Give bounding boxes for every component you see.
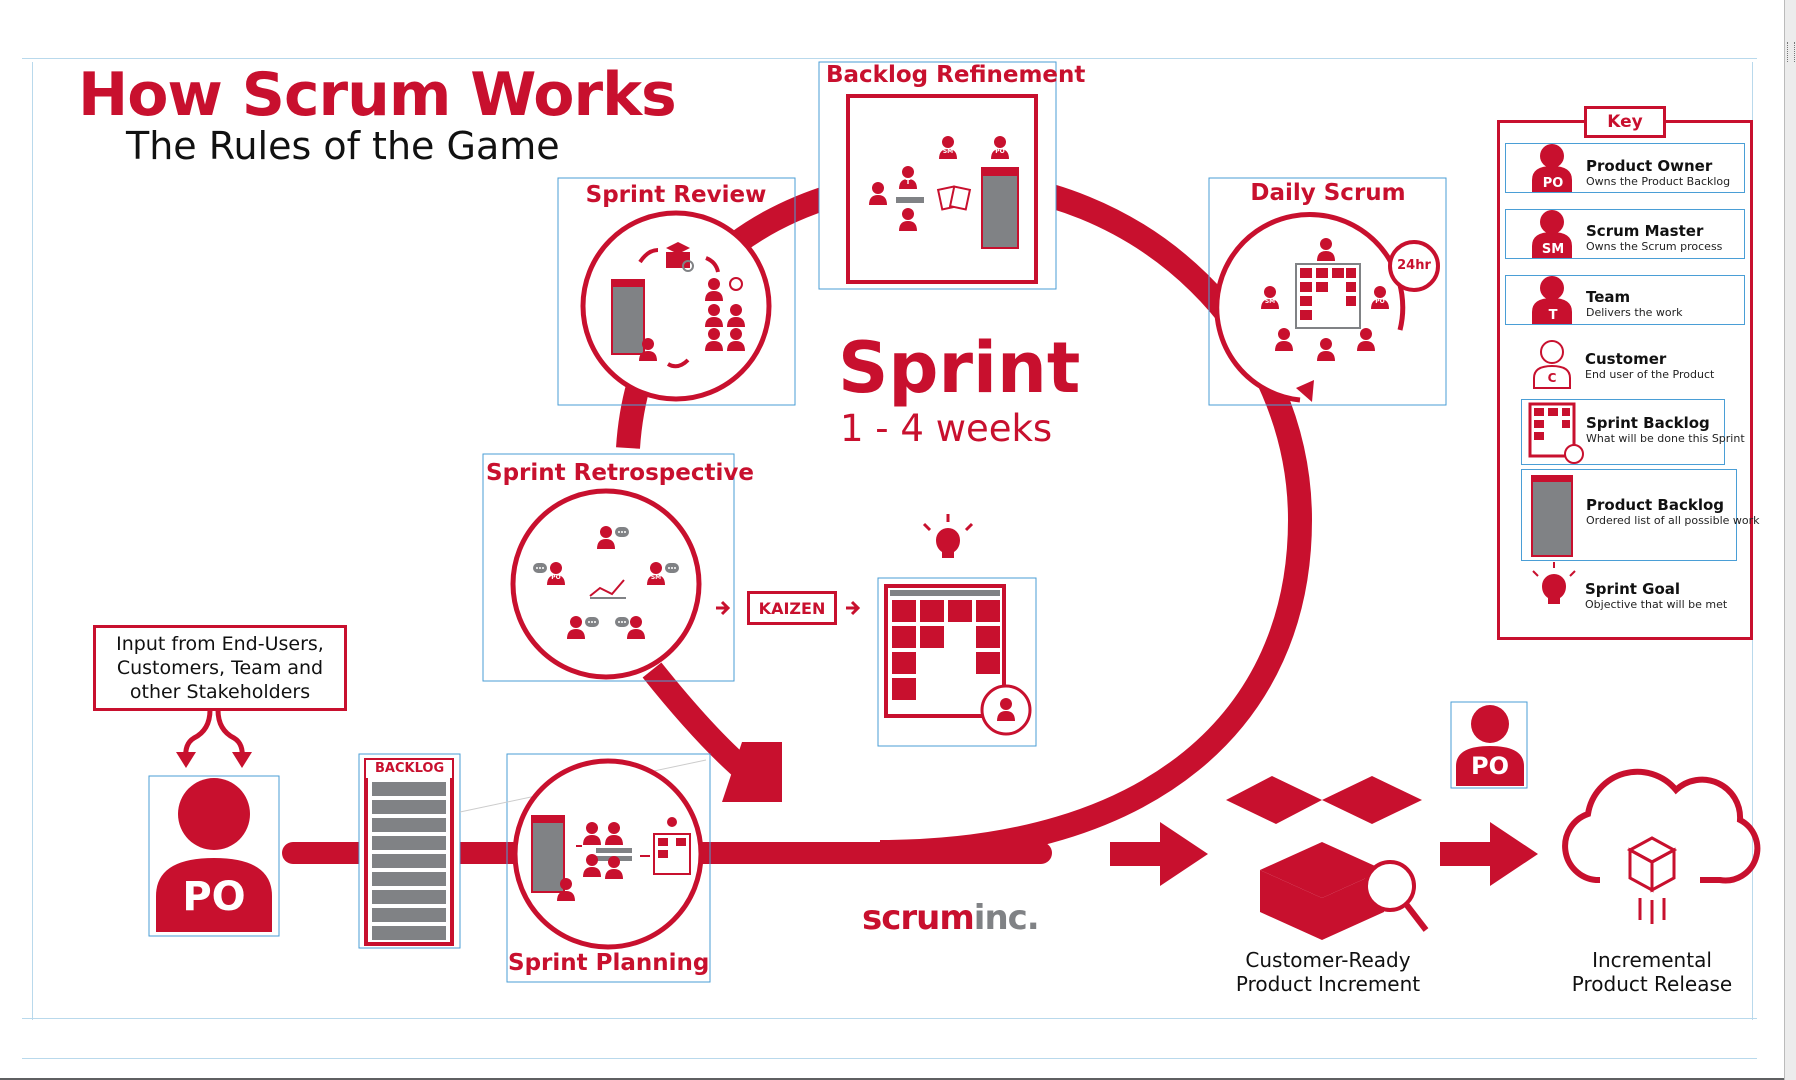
input-line-3: other Stakeholders [129, 681, 311, 703]
legend-desc: Owns the Scrum process [1586, 240, 1723, 253]
increment-line-2: Product Increment [1235, 972, 1421, 996]
team-icon: T [1548, 308, 1558, 323]
sprint-retrospective-label: Sprint Retrospective [486, 460, 754, 486]
refinement-sm-badge: SM [942, 148, 954, 155]
legend-desc: What will be done this Sprint [1586, 432, 1745, 445]
logo-part-inc: inc. [973, 898, 1040, 938]
legend-item-team: Team Delivers the work T [1505, 275, 1745, 325]
frame-line-left [32, 62, 33, 1020]
daily-scrum-circle [1208, 177, 1447, 406]
product-owner-small [1450, 701, 1528, 789]
po-small-badge: PO [1471, 752, 1509, 780]
legend-item-product-backlog: Product Backlog Ordered list of all poss… [1521, 469, 1760, 561]
vertical-scrollbar[interactable] [1784, 0, 1796, 1080]
timer-24hr-text: 24hr [1397, 258, 1431, 273]
legend-name: Scrum Master [1586, 222, 1704, 240]
logo-part-scrum: scrum [862, 898, 975, 938]
timer-24hr-badge [1388, 240, 1440, 292]
key-icons [1528, 144, 1584, 604]
sprint-planning-circle [459, 753, 711, 983]
legend-item-customer: Customer End user of the Product C [1505, 338, 1743, 390]
sprint-title: Sprint [838, 327, 1081, 409]
increment-label: Customer-Ready Product Increment [1228, 948, 1428, 996]
legend-name: Sprint Goal [1585, 580, 1681, 598]
legend-desc: Owns the Product Backlog [1586, 175, 1731, 188]
daily-po-badge: PO [1375, 298, 1385, 305]
product-backlog-column [358, 753, 461, 949]
kaizen-badge: KAIZEN [747, 591, 837, 625]
legend-desc: Objective that will be met [1585, 598, 1728, 611]
legend-desc: Ordered list of all possible work [1586, 514, 1760, 527]
scrum-master-icon: SM [1541, 242, 1565, 257]
retro-po-badge: PO [551, 574, 561, 581]
release-line-1: Incremental [1592, 948, 1712, 972]
retro-sm-badge: SM [650, 574, 662, 581]
product-owner-icon: PO [1542, 176, 1564, 191]
sprint-goal-bulb-icon [936, 528, 960, 558]
increment-line-1: Customer-Ready [1245, 948, 1411, 972]
scrollbar-grip[interactable] [1787, 42, 1795, 62]
backlog-column-label: BACKLOG [375, 761, 445, 776]
product-increment-box-icon [1226, 776, 1429, 940]
arrow-to-increment-icon [1110, 822, 1208, 886]
scruminc-logo: scruminc. [862, 898, 1040, 938]
sprint-backlog-board [877, 514, 1037, 747]
daily-scrum-label: Daily Scrum [1250, 180, 1406, 206]
refinement-team-badge: T [905, 178, 911, 186]
legend-item-product-owner: Product Owner Owns the Product Backlog P… [1505, 143, 1745, 193]
release-label: Incremental Product Release [1558, 948, 1746, 996]
legend-item-sprint-backlog: Sprint Backlog What will be done this Sp… [1521, 399, 1745, 465]
kaizen-arrows [716, 600, 861, 616]
frame-line-top [22, 58, 1757, 59]
legend-name: Customer [1585, 350, 1667, 368]
frame-line-bottom [22, 1018, 1757, 1019]
refinement-po-badge: PO [995, 148, 1005, 155]
sprint-review-label: Sprint Review [585, 182, 767, 208]
legend-desc: End user of the Product [1585, 368, 1715, 381]
backlog-refinement-label: Backlog Refinement [826, 62, 1086, 88]
release-cloud-icon [1562, 768, 1761, 924]
sprint-planning-label: Sprint Planning [508, 950, 710, 976]
legend-title: Key [1584, 106, 1666, 138]
sprint-duration: 1 - 4 weeks [840, 407, 1053, 450]
legend-name: Product Backlog [1586, 496, 1725, 514]
page-subtitle: The Rules of the Game [126, 124, 560, 168]
sprint-retrospective-circle [482, 453, 735, 682]
legend-item-scrum-master: Scrum Master Owns the Scrum process SM [1505, 209, 1745, 259]
legend-name: Product Owner [1586, 157, 1713, 175]
legend-item-sprint-goal: Sprint Goal Objective that will be met [1521, 568, 1735, 620]
arrow-to-release-icon [1440, 822, 1538, 886]
legend-desc: Delivers the work [1586, 306, 1683, 319]
backlog-refinement-box [818, 61, 1057, 290]
frame-line-outer [22, 1058, 1757, 1059]
page-title: How Scrum Works [78, 60, 677, 130]
po-large-badge: PO [182, 874, 246, 920]
input-line-1: Input from End-Users, [116, 633, 324, 655]
input-line-2: Customers, Team and [116, 657, 324, 679]
customer-icon: C [1547, 371, 1557, 385]
stakeholder-input-box: Input from End-Users, Customers, Team an… [93, 625, 347, 711]
sprint-review-circle [557, 177, 796, 406]
legend-name: Team [1586, 288, 1631, 306]
loop-arrow-head [722, 742, 782, 802]
product-owner-large [148, 709, 280, 937]
legend-name: Sprint Backlog [1586, 414, 1710, 432]
daily-sm-badge: SM [1264, 298, 1276, 305]
release-line-2: Product Release [1571, 972, 1733, 996]
